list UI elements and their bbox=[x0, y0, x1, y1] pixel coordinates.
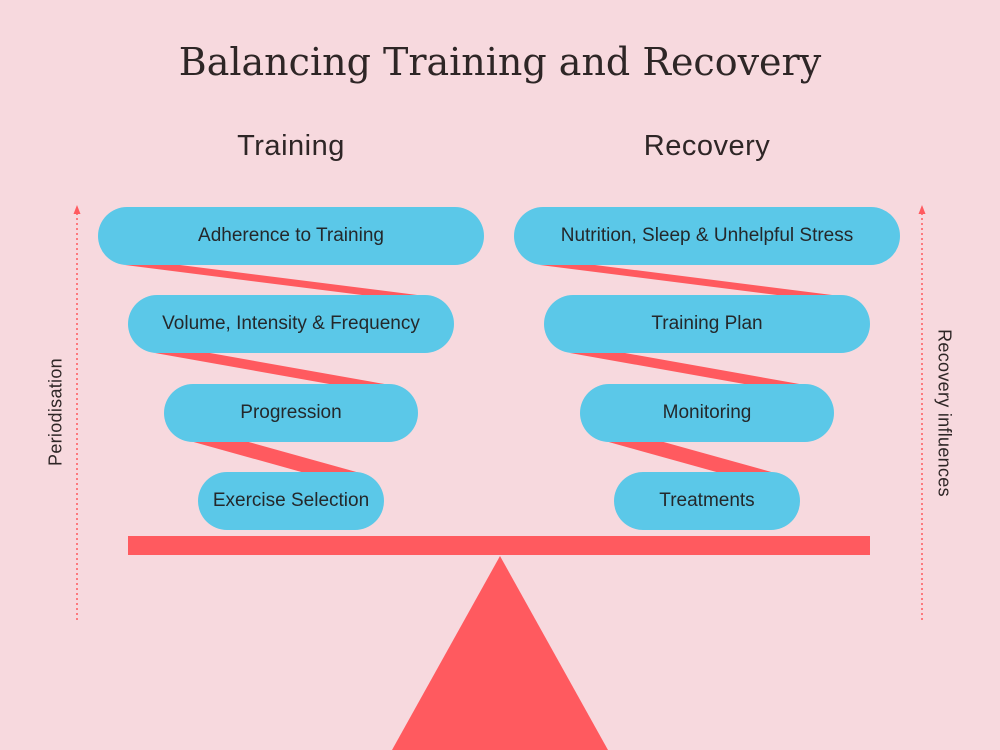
training-item-exercise-selection: Exercise Selection bbox=[198, 472, 384, 530]
training-item-progression: Progression bbox=[164, 384, 418, 442]
balance-fulcrum bbox=[392, 556, 608, 750]
right-arrow bbox=[918, 205, 926, 620]
ribbon-right-3 bbox=[605, 441, 775, 473]
training-heading: Training bbox=[237, 130, 345, 162]
recovery-heading: Recovery bbox=[643, 130, 771, 162]
recovery-item-treatments: Treatments bbox=[614, 472, 800, 530]
training-item-adherence: Adherence to Training bbox=[98, 207, 484, 265]
left-arrow bbox=[73, 205, 81, 620]
diagram-title: Balancing Training and Recovery bbox=[178, 40, 822, 84]
balance-beam bbox=[128, 536, 870, 555]
ribbon-left-2 bbox=[155, 353, 390, 385]
ribbon-left-1 bbox=[125, 265, 425, 296]
recovery-item-nutrition: Nutrition, Sleep & Unhelpful Stress bbox=[514, 207, 900, 265]
recovery-influences-label: Recovery influences bbox=[934, 329, 955, 497]
recovery-item-monitoring: Monitoring bbox=[580, 384, 834, 442]
ribbon-left-3 bbox=[190, 441, 360, 473]
ribbon-right-1 bbox=[540, 265, 840, 296]
recovery-item-training-plan: Training Plan bbox=[544, 295, 870, 353]
periodisation-label: Periodisation bbox=[45, 358, 66, 466]
ribbon-right-2 bbox=[570, 353, 805, 385]
training-item-volume: Volume, Intensity & Frequency bbox=[128, 295, 454, 353]
